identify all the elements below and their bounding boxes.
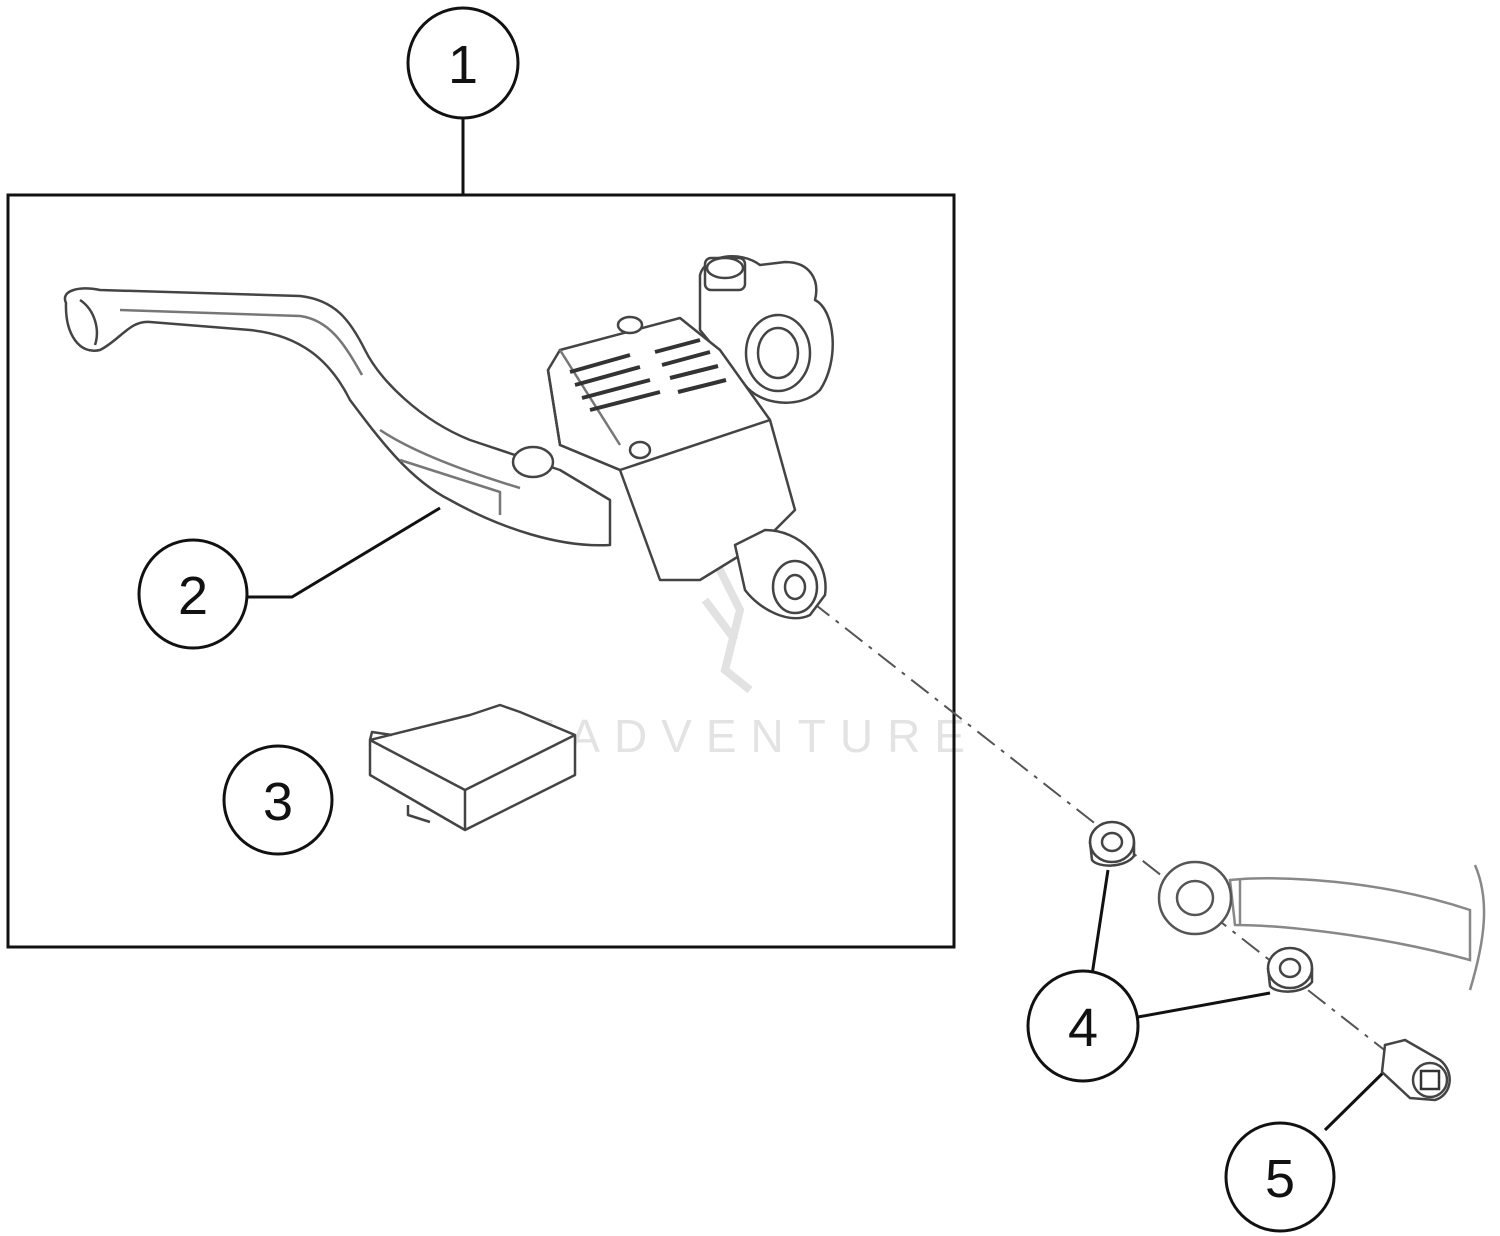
hose-banjo-fitting [1157,860,1486,991]
clutch-master-cylinder-part [63,255,834,620]
callout-2: 2 [137,538,249,650]
reservoir-label [569,338,727,412]
banjo-bolt-part [1380,1038,1451,1102]
washer-parts [1088,820,1314,993]
callout-1: 1 [406,6,520,120]
washer-lower [1266,946,1314,993]
callout-3-label: 3 [263,772,293,832]
leader-5 [1323,1061,1395,1132]
leader-2 [245,506,441,599]
lever-pivot [511,445,555,479]
callout-5: 5 [1224,1121,1336,1233]
bleed-plate-part [368,703,577,832]
callout-5-label: 5 [1265,1149,1295,1209]
leader-4b [1137,991,1271,1019]
assembly-frame [6,193,956,949]
callout-3: 3 [222,744,334,856]
callout-4-label: 4 [1068,998,1098,1058]
callout-1-label: 1 [448,35,478,95]
callout-2-label: 2 [178,566,208,626]
callout-4: 4 [1026,969,1140,1083]
lever-blade [63,287,612,547]
washer-upper [1088,820,1136,867]
leader-4a [1090,869,1110,976]
leader-lines [245,118,1395,1132]
